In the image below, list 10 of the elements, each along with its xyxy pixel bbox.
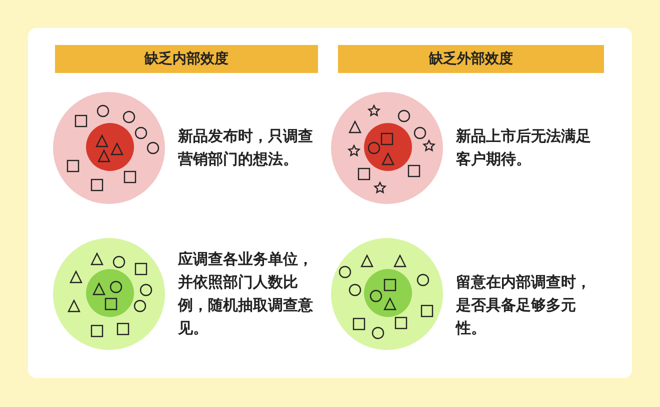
inner-circle	[86, 269, 134, 317]
heading-band: 缺乏外部效度	[338, 45, 604, 73]
inner-circle	[364, 269, 412, 317]
description-text: 新品发布时，只调查营销部门的想法。	[178, 126, 314, 170]
heading-band: 缺乏内部效度	[55, 45, 318, 73]
description-text: 新品上市后无法满足客户期待。	[456, 126, 592, 170]
inner-circle	[86, 123, 134, 171]
description-text: 应调查各业务单位，并依照部门人数比例，随机抽取调查意见。	[178, 249, 314, 339]
inner-circle	[364, 123, 412, 171]
description-text: 留意在内部调查时，是否具备足够多元性。	[456, 272, 592, 339]
